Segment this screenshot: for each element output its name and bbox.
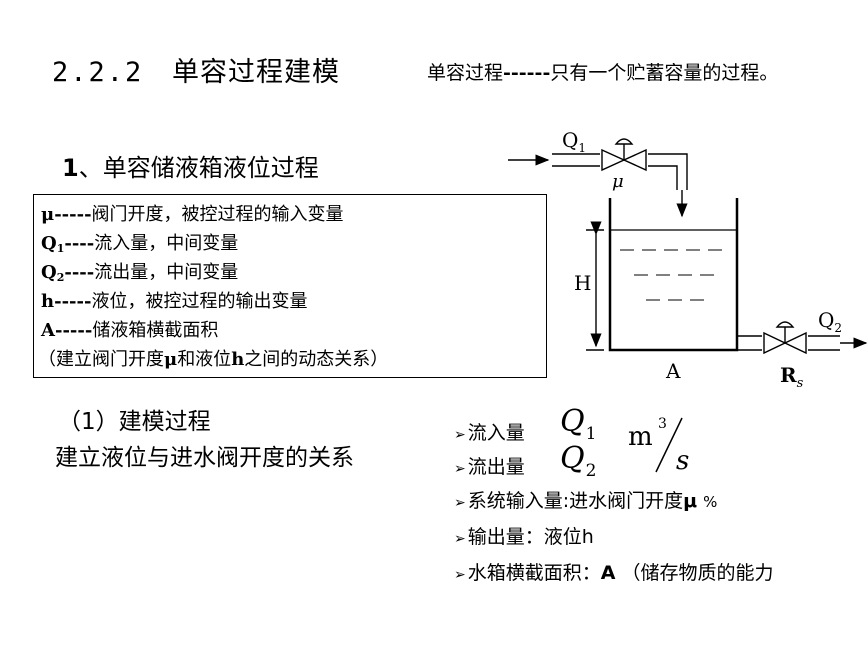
- definition-desc: 流出量，中间变量: [94, 262, 239, 283]
- definition-desc: 阀门开度，被控过程的输入变量: [91, 204, 344, 225]
- definition-desc: 液位，被控过程的输出变量: [91, 291, 308, 312]
- definition-row: h-----液位，被控过程的输出变量: [41, 287, 307, 313]
- definition-dash: -----: [54, 320, 93, 341]
- relation-note-post: 之间的动态关系）: [244, 349, 389, 370]
- outflow-label: Q2: [818, 308, 842, 335]
- height-dimension: [586, 221, 604, 351]
- area-label: A: [665, 359, 681, 383]
- bullet-input: ➢系统输入量:进水阀门开度μ %: [454, 486, 717, 513]
- inflow-symbol: Q1: [560, 404, 596, 444]
- inlet-pipe: [552, 153, 688, 190]
- inlet-valve-icon: [601, 138, 647, 172]
- definition-subscript: 1: [56, 242, 65, 255]
- step-number: （1）: [58, 409, 119, 435]
- definition-symbol: A: [41, 320, 55, 341]
- definition-desc: 流入量，中间变量: [94, 233, 239, 254]
- outflow-symbol-sub: 2: [585, 461, 597, 481]
- step-description: 建立液位与进水阀开度的关系: [55, 445, 354, 471]
- bullet-marker-icon: ➢: [454, 531, 466, 547]
- section-heading-number: 1: [62, 154, 79, 182]
- title-text: 单容过程建模: [172, 57, 341, 88]
- relation-note: （建立阀门开度μ和液位h之间的动态关系）: [38, 345, 388, 371]
- bullet-marker-icon: ➢: [454, 567, 466, 583]
- definition-dash: ----: [64, 262, 95, 283]
- definitions-box: μ-----阀门开度，被控过程的输入变量 Q1----流入量，中间变量 Q2--…: [33, 194, 547, 378]
- height-label: H: [574, 271, 591, 295]
- definition-term: 单容过程: [427, 62, 504, 84]
- bullet-marker-icon: ➢: [454, 461, 466, 477]
- relation-note-mid: 和液位: [177, 349, 232, 370]
- tank: [608, 198, 739, 352]
- unit-denominator: s: [676, 446, 690, 476]
- bullet-input-unit: %: [703, 493, 718, 511]
- bullet-inflow: ➢流入量: [454, 418, 525, 445]
- bullet-area: ➢水箱横截面积：A （储存物质的能力: [454, 558, 774, 585]
- step-heading: （1）建模过程: [58, 402, 211, 436]
- bullet-output: ➢输出量：液位h: [454, 522, 594, 549]
- section-number: 2.2.2: [52, 57, 144, 88]
- outlet-pipe: [737, 335, 840, 351]
- bullet-marker-icon: ➢: [454, 427, 466, 443]
- unit-exponent: 3: [658, 416, 667, 432]
- bullet-outflow-label: 流出量: [467, 456, 525, 478]
- definition-text: 只有一个贮蓄容量的过程。: [550, 62, 779, 84]
- inflow-symbol-sub: 1: [585, 424, 597, 444]
- unit-fraction-slash: [655, 417, 683, 473]
- tank-diagram: Q1 μ H A: [508, 128, 868, 391]
- relation-note-mu: μ: [164, 349, 178, 370]
- step-title: 建模过程: [118, 409, 211, 435]
- section-heading: 1、单容储液箱液位过程: [62, 148, 319, 183]
- definition-symbol: Q: [41, 262, 57, 283]
- definition-row: μ-----阀门开度，被控过程的输入变量: [41, 200, 344, 226]
- liquid-ripples: [620, 249, 722, 301]
- definition-symbol: μ: [41, 204, 55, 225]
- bullet-area-symbol: A: [600, 562, 616, 584]
- section-heading-title: 、单容储液箱液位过程: [78, 154, 319, 182]
- relation-note-h: h: [231, 349, 245, 370]
- unit-base: m: [628, 422, 653, 452]
- inflow-symbol-letter: Q: [560, 404, 585, 439]
- bullet-marker-icon: ➢: [454, 495, 466, 511]
- bullet-input-label: 系统输入量:进水阀门开度: [467, 490, 684, 512]
- outflow-symbol-letter: Q: [560, 441, 585, 476]
- definition-separator: ------: [503, 62, 551, 84]
- page-title: 2.2.2 单容过程建模: [52, 50, 340, 89]
- definition-dash: -----: [54, 204, 92, 225]
- outlet-valve-icon: [763, 321, 807, 355]
- valve-label: μ: [612, 171, 624, 192]
- outflow-symbol: Q2: [560, 441, 596, 481]
- resistance-label: Rs: [780, 363, 804, 391]
- definition-dash: -----: [54, 291, 92, 312]
- definition-symbol: Q: [41, 233, 57, 254]
- definition-symbol: h: [41, 291, 55, 312]
- bullet-area-note: （储存物质的能力: [621, 562, 774, 584]
- definition-row: A-----储液箱横截面积: [41, 316, 218, 342]
- bullet-input-symbol: μ: [683, 490, 698, 512]
- definition-row: Q2----流出量，中间变量: [41, 258, 238, 284]
- definition-row: Q1----流入量，中间变量: [41, 229, 238, 255]
- bullet-outflow: ➢流出量: [454, 452, 525, 479]
- bullet-output-label: 输出量：液位h: [467, 526, 594, 548]
- definition-dash: ----: [64, 233, 95, 254]
- bullet-inflow-label: 流入量: [467, 422, 525, 444]
- inflow-label: Q1: [562, 128, 586, 155]
- definition-subscript: 2: [56, 271, 65, 284]
- relation-note-pre: （建立阀门开度: [38, 349, 164, 370]
- bullet-area-label: 水箱横截面积：: [467, 562, 601, 584]
- definition-line: 单容过程------只有一个贮蓄容量的过程。: [427, 58, 778, 85]
- definition-desc: 储液箱横截面积: [92, 320, 219, 341]
